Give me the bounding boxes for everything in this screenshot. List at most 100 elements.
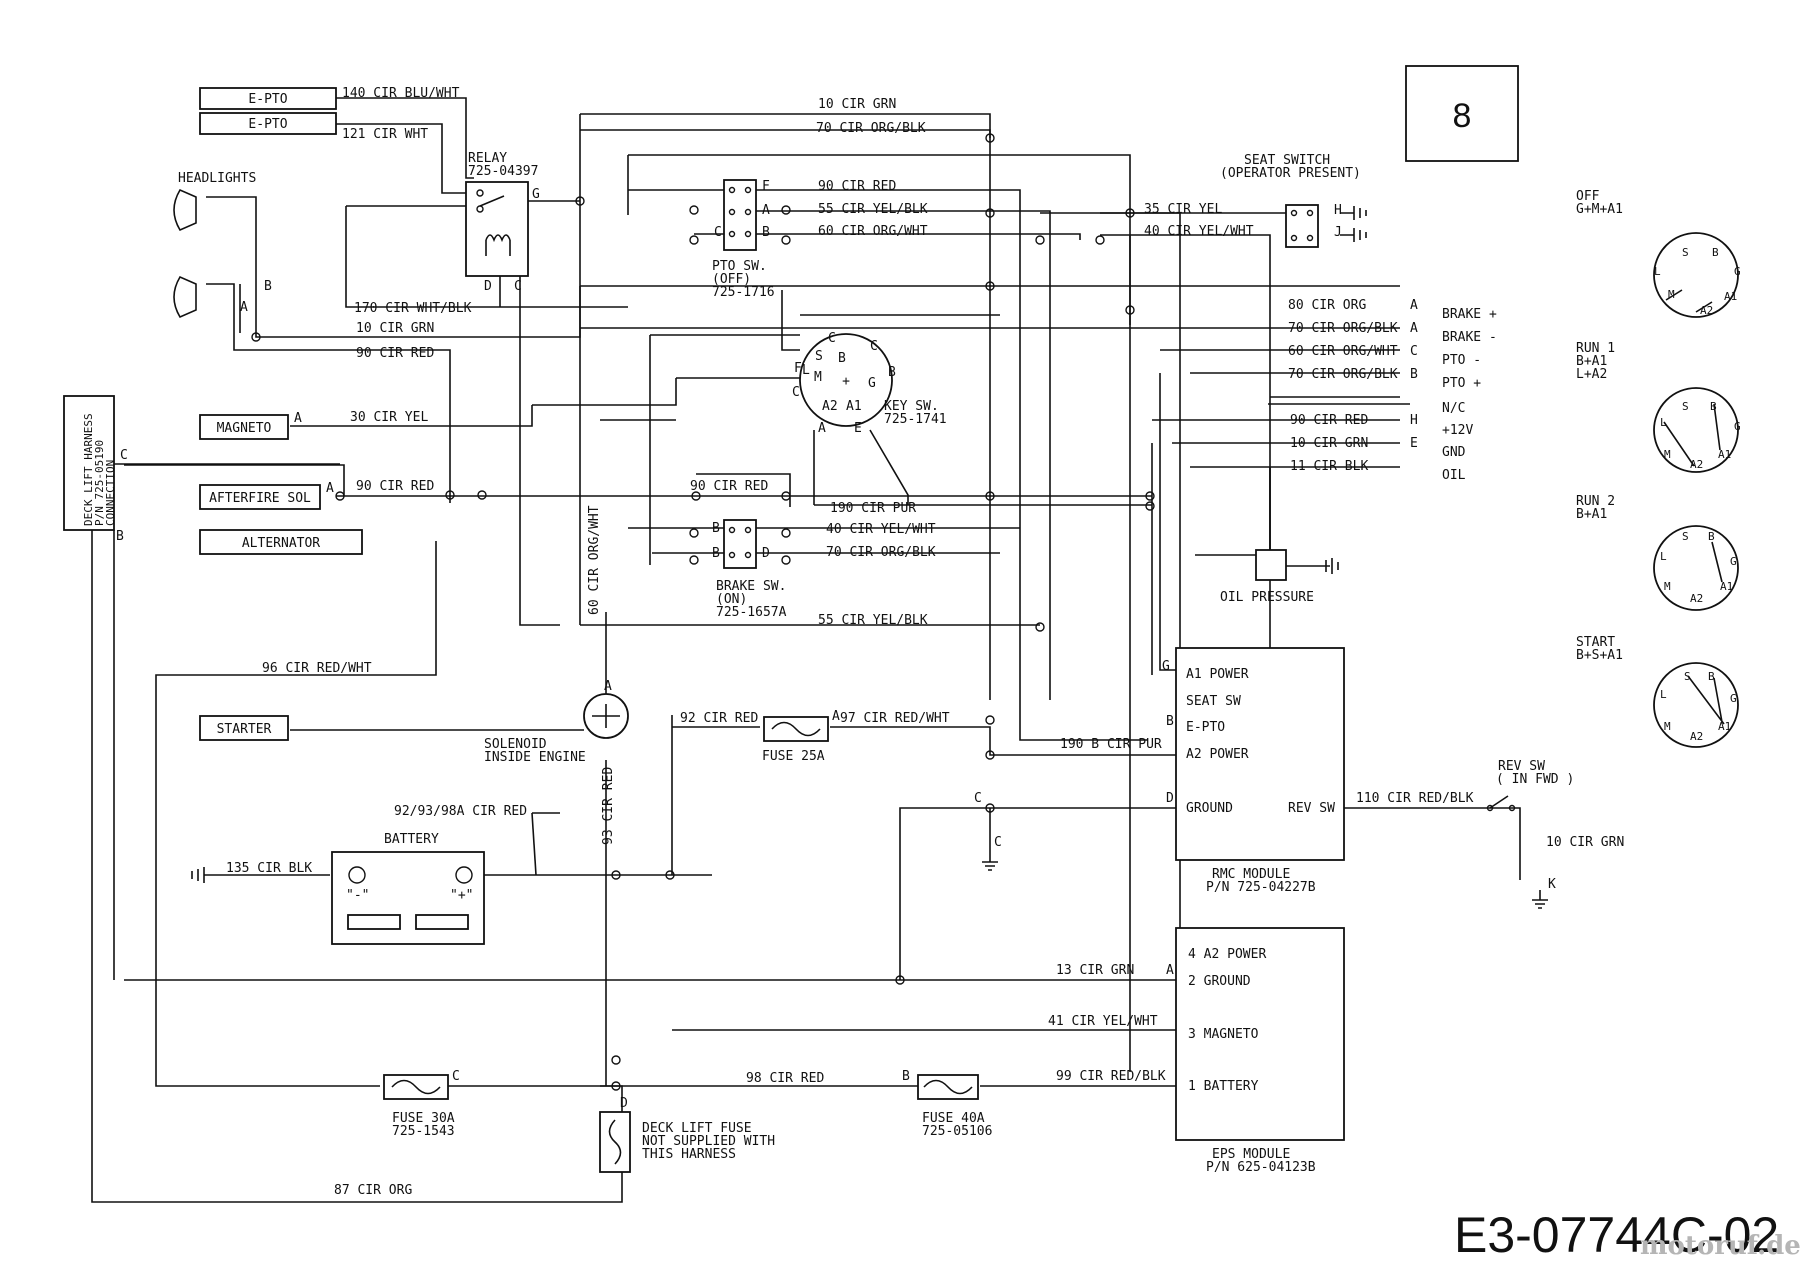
svg-text:A2: A2 [1690,730,1703,743]
oil-pressure-label: OIL PRESSURE [1220,590,1314,605]
deck-lift-label-2: P/N 725-05190 [93,440,106,526]
deck-fuse-label-1: DECK LIFT FUSE [642,1121,752,1136]
pin-1: A [1410,321,1418,336]
pin-label-6: GND [1442,445,1466,460]
wire-190: 190 CIR PUR [830,501,916,516]
rmc-rev-pin: REV SW [1288,801,1335,816]
alternator-label: ALTERNATOR [242,536,320,551]
headlight-icon [173,188,197,319]
oil-pressure-box [1255,549,1287,581]
key-pos-run2: RUN 2 [1576,494,1615,509]
rmc-pin-b: B [1166,714,1174,729]
pto-switch-box [723,179,757,251]
key-pos-run1-combo2: L+A2 [1576,367,1607,382]
wire-90-afterfire: 90 CIR RED [356,479,434,494]
rmc-pin-c: C [974,791,982,806]
pin-label-1: BRAKE - [1442,330,1497,345]
headlight-pin-a: A [240,300,248,315]
brake-switch-pn: 725-1657A [716,605,787,620]
rev-sw-label: REV SW [1498,759,1545,774]
pto-switch-state: (OFF) [712,272,751,287]
svg-text:B: B [1710,400,1717,413]
epto-label-1: E-PTO [248,92,287,107]
sheet-number: 8 [1453,97,1472,135]
svg-text:L: L [1654,265,1661,278]
pin-2: C [1410,344,1418,359]
wire-96: 96 CIR RED/WHT [262,661,372,676]
deck-lift-label-1: DECK LIFT HARNESS [82,413,95,526]
pin-label-2: PTO - [1442,353,1481,368]
key-pos-start: START [1576,635,1615,650]
pin-label-4: N/C [1442,401,1465,416]
watermark: motoruf.de [1640,1231,1800,1261]
fuse-40-pn: 725-05106 [922,1124,992,1139]
wire-140: 140 CIR BLU/WHT [342,86,460,101]
conn-wire-80: 80 CIR ORG [1288,298,1366,313]
key-pin-c1: C [828,331,836,346]
svg-text:S: S [1684,670,1691,683]
conn-wire-90: 90 CIR RED [1290,413,1368,428]
svg-text:A1: A1 [846,399,862,414]
svg-text:A2: A2 [1690,592,1703,605]
svg-text:L: L [1660,688,1667,701]
svg-text:M: M [1664,580,1671,593]
key-pos-run2-combo: B+A1 [1576,507,1607,522]
wire-70-mid: 70 CIR ORG/BLK [826,545,936,560]
battery-label: BATTERY [384,832,439,847]
svg-text:G: G [1730,555,1737,568]
wire-93: 93 CIR RED [601,767,616,845]
epto-box-1 [199,87,337,110]
svg-text:L: L [802,363,810,378]
wire-190b: 190 B CIR PUR [1060,737,1162,752]
relay-label: RELAY [468,151,507,166]
key-pin-f: F [794,361,802,376]
wire-40-mid: 40 CIR YEL/WHT [826,522,936,537]
key-pin-c3: C [792,385,800,400]
alternator-box [199,529,363,555]
wire-41: 41 CIR YEL/WHT [1048,1014,1158,1029]
key-pin-c2: C [870,339,878,354]
fuse30-pin-c: C [452,1069,460,1084]
wire-35: 35 CIR YEL [1144,202,1222,217]
deck-pin-c: C [120,448,128,463]
wire-92: 92 CIR RED [680,711,758,726]
wire-55-top: 55 CIR YEL/BLK [818,202,928,217]
deck-lift-harness-box [63,395,115,531]
seat-switch-label: SEAT SWITCH [1244,153,1330,168]
solenoid-label: SOLENOID [484,737,547,752]
svg-text:M: M [1668,288,1675,301]
wire-99: 99 CIR RED/BLK [1056,1069,1166,1084]
key-dial-off: LS BG MA2 A1 [1653,232,1741,318]
seat-switch-box [1285,204,1319,248]
battery-wire: 92/93/98A CIR RED [394,804,527,819]
svg-text:M: M [1664,448,1671,461]
rev-sw-note: ( IN FWD ) [1496,772,1574,787]
svg-text:G: G [1734,265,1741,278]
rmc-pin-d: D [1166,791,1174,806]
brake-switch-box [723,519,757,569]
wire-13: 13 CIR GRN [1056,963,1134,978]
gnd-pin-c: C [994,835,1002,850]
fuse40-pin-b: B [902,1069,910,1084]
relay-pin-d: D [484,279,492,294]
fuse-30-pn: 725-1543 [392,1124,455,1139]
wire-121: 121 CIR WHT [342,127,428,142]
conn-wire-11: 11 CIR BLK [1290,459,1368,474]
pto-pin-a: A [762,203,770,218]
eps-title: EPS MODULE [1212,1147,1290,1162]
fuse-30-label: FUSE 30A [392,1111,455,1126]
svg-text:A1: A1 [1718,720,1731,733]
headlight-pin-b: B [264,279,272,294]
key-pos-run1: RUN 1 [1576,341,1615,356]
relay-pn: 725-04397 [468,164,538,179]
magneto-box [199,414,289,440]
rmc-pin-g: G [1162,659,1170,674]
svg-text:S: S [1682,400,1689,413]
wire-55-mid: 55 CIR YEL/BLK [818,613,928,628]
rev-pin-k: K [1548,877,1556,892]
deck-lift-label-3: CONNECTION [104,460,117,526]
pin-a-afterfire: A [326,481,334,496]
battery-neg: "-" [346,888,369,903]
epto-label-2: E-PTO [248,117,287,132]
